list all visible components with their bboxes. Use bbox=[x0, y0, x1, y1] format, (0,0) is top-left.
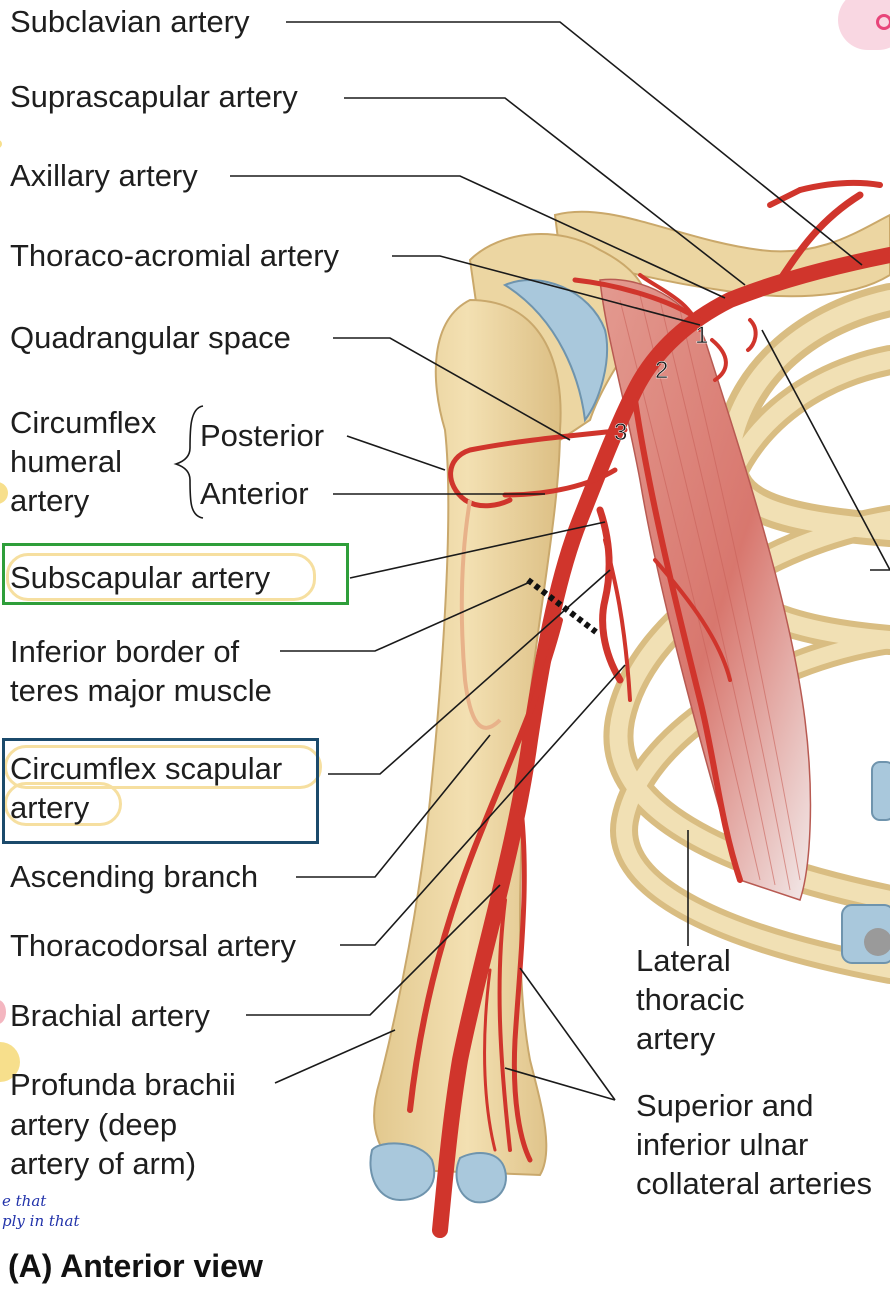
glenoid-cartilage bbox=[502, 279, 609, 423]
label-inferior-border-1: Inferior border of bbox=[10, 634, 240, 669]
label-thoracodorsal-artery: Thoracodorsal artery bbox=[10, 928, 297, 963]
leader-lines bbox=[230, 21, 890, 1101]
segment-markers: 1 2 3 bbox=[614, 322, 709, 447]
label-lateral-thoracic-1: Lateral bbox=[636, 943, 731, 978]
subscapular-highlight bbox=[6, 553, 316, 601]
label-artery-humeral: artery bbox=[10, 483, 90, 518]
label-circumflex-scapular-2: artery bbox=[10, 790, 90, 825]
segment-1: 1 bbox=[695, 322, 708, 349]
handwriting-line-1: e that bbox=[2, 1192, 47, 1210]
label-circumflex: Circumflex bbox=[10, 405, 157, 440]
label-ulnar-1: Superior and bbox=[636, 1088, 814, 1123]
main-artery-trunk bbox=[432, 247, 890, 1238]
handwriting-line-2: ply in that bbox=[2, 1212, 80, 1230]
ascending-branch-vessel bbox=[459, 499, 502, 730]
label-profunda-1: Profunda brachii bbox=[10, 1067, 236, 1102]
label-ulnar-2: inferior ulnar bbox=[636, 1127, 809, 1162]
label-quadrangular-space: Quadrangular space bbox=[10, 320, 291, 355]
label-thoraco-acromial-artery: Thoraco-acromial artery bbox=[10, 238, 340, 273]
pink-dot bbox=[0, 1000, 6, 1024]
arteries bbox=[407, 179, 890, 1238]
label-subclavian-artery: Subclavian artery bbox=[10, 4, 250, 39]
label-lateral-thoracic-3: artery bbox=[636, 1021, 716, 1056]
muscle bbox=[599, 278, 812, 901]
figure-caption: (A) Anterior view bbox=[8, 1248, 263, 1284]
segment-2: 2 bbox=[655, 357, 668, 384]
yellow-dot-2 bbox=[0, 1042, 20, 1082]
circumflex-scapular-highlight-1 bbox=[4, 745, 322, 789]
label-brachial-artery: Brachial artery bbox=[10, 998, 210, 1033]
yellow-dot-1 bbox=[0, 482, 8, 504]
label-ascending-branch: Ascending branch bbox=[10, 859, 259, 894]
label-inferior-border-2: teres major muscle bbox=[10, 673, 272, 708]
segment-3: 3 bbox=[614, 419, 627, 446]
corner-badge-icon bbox=[876, 14, 890, 30]
humeral-bracket bbox=[173, 405, 204, 519]
elbow-cartilage bbox=[369, 1142, 507, 1204]
label-subscapular-artery: Subscapular artery bbox=[10, 560, 271, 595]
humerus bbox=[373, 298, 562, 1177]
label-ulnar-3: collateral arteries bbox=[636, 1166, 873, 1201]
yellow-dot-3 bbox=[0, 140, 2, 148]
subscapular-green-box bbox=[2, 543, 349, 605]
label-circumflex-scapular-1: Circumflex scapular bbox=[10, 751, 283, 786]
circumflex-scapular-highlight-2 bbox=[4, 782, 122, 826]
label-humeral: humeral bbox=[10, 444, 122, 479]
label-lateral-thoracic-2: thoracic bbox=[636, 982, 745, 1017]
circumflex-scapular-navy-box bbox=[2, 738, 319, 844]
label-posterior: Posterior bbox=[200, 418, 325, 453]
label-suprascapular-artery: Suprascapular artery bbox=[10, 79, 298, 114]
sternum-dot bbox=[864, 928, 890, 956]
label-anterior: Anterior bbox=[200, 476, 309, 511]
label-axillary-artery: Axillary artery bbox=[10, 158, 198, 193]
label-profunda-3: artery of arm) bbox=[10, 1146, 197, 1181]
label-profunda-2: artery (deep bbox=[10, 1107, 178, 1142]
